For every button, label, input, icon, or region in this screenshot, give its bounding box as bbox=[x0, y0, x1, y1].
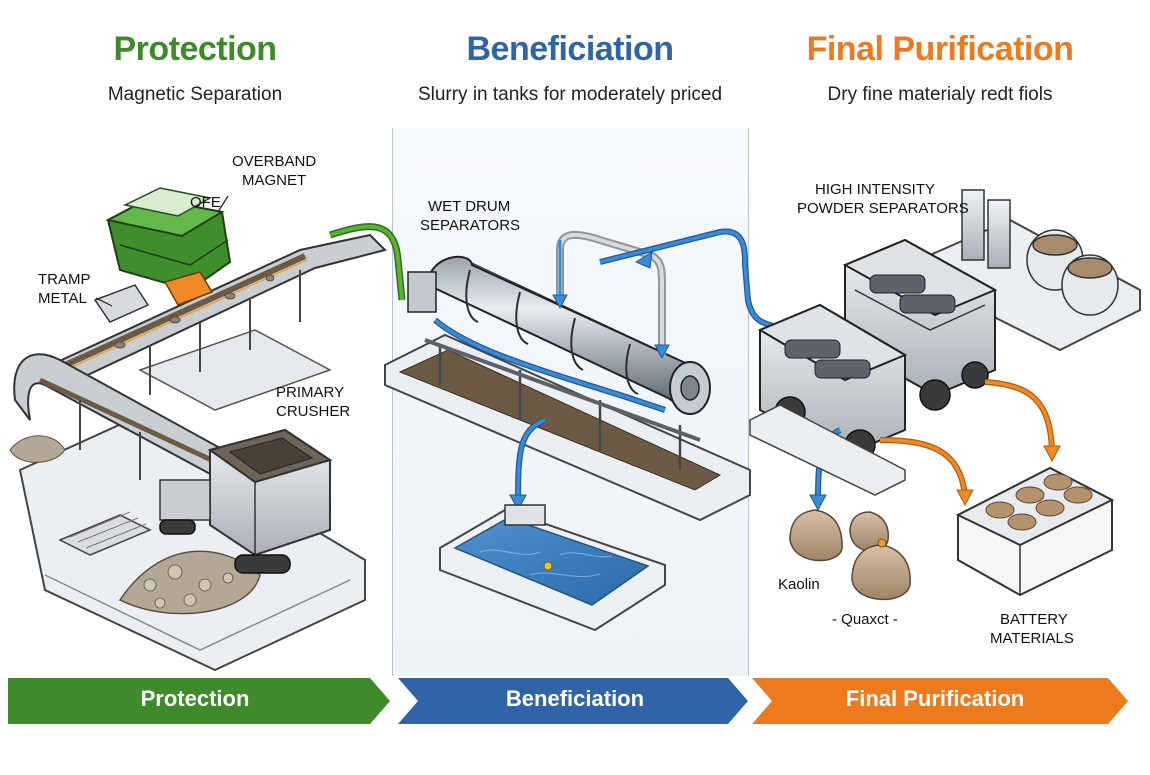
divider-right bbox=[748, 128, 749, 676]
label-primary-crusher: PRIMARY CRUSHER bbox=[276, 384, 351, 420]
final-purification-equipment bbox=[749, 189, 1141, 601]
label-overband-magnet: OVERBAND MAGNET bbox=[232, 153, 317, 189]
stage-subtitle-final-purification: Dry fine materialy redt fiols bbox=[827, 84, 1053, 105]
stage-subtitle-protection: Magnetic Separation bbox=[107, 84, 283, 105]
label-ofe: OFE bbox=[190, 194, 221, 211]
label-wet-drum-separators: WET DRUM SEPARATORS bbox=[420, 198, 521, 234]
protection-equipment bbox=[9, 187, 387, 672]
banner-protection bbox=[8, 678, 390, 724]
stage-title-beneficiation: Beneficiation bbox=[466, 30, 674, 68]
banner-beneficiation bbox=[398, 678, 748, 724]
stage-title-protection: Protection bbox=[113, 30, 277, 68]
beneficiation-equipment bbox=[384, 228, 786, 632]
stage-subtitle-beneficiation: Slurry in tanks for moderately priced bbox=[417, 84, 723, 105]
label-quartz: - Quaxct - bbox=[832, 611, 898, 628]
banner-label-final-purification: Final Purification bbox=[845, 686, 1025, 711]
banner-final-purification bbox=[752, 678, 1128, 724]
label-battery-materials: BATTERY MATERIALS bbox=[990, 611, 1074, 647]
label-high-intensity-powder-separators: HIGH INTENSITY POWDER SEPARATORS bbox=[797, 181, 969, 217]
banner-label-protection: Protection bbox=[140, 686, 250, 711]
divider-left bbox=[392, 128, 393, 676]
label-kaolin: Kaolin bbox=[778, 576, 820, 593]
stage-banner-bar bbox=[8, 678, 1128, 724]
banner-label-beneficiation: Beneficiation bbox=[505, 686, 645, 711]
stage-title-final-purification: Final Purification bbox=[806, 30, 1074, 68]
label-tramp-metal: TRAMP METAL bbox=[38, 271, 91, 307]
